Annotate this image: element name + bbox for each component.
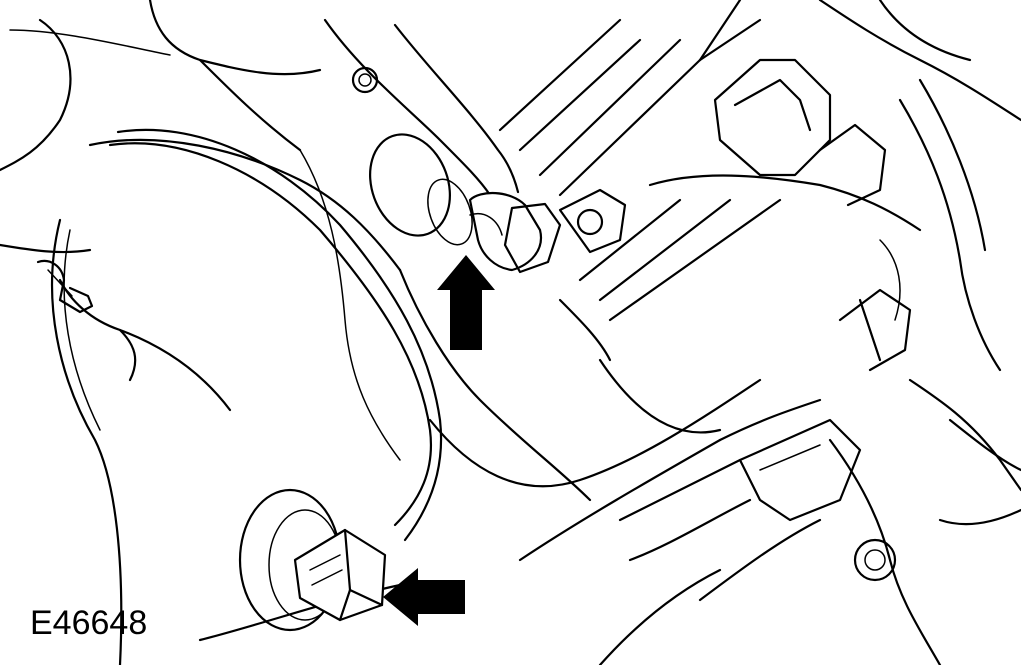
sensor-connector-upper — [369, 133, 562, 274]
ignition-coil — [428, 0, 1021, 665]
figure-id-label: E46648 — [30, 604, 148, 642]
sensor-connector-lower — [238, 488, 387, 632]
fuel-injector-harness — [108, 18, 520, 542]
arrow-left-callout — [383, 568, 465, 626]
arrow-up-callout — [437, 255, 495, 350]
bracket-bolt — [351, 66, 897, 582]
